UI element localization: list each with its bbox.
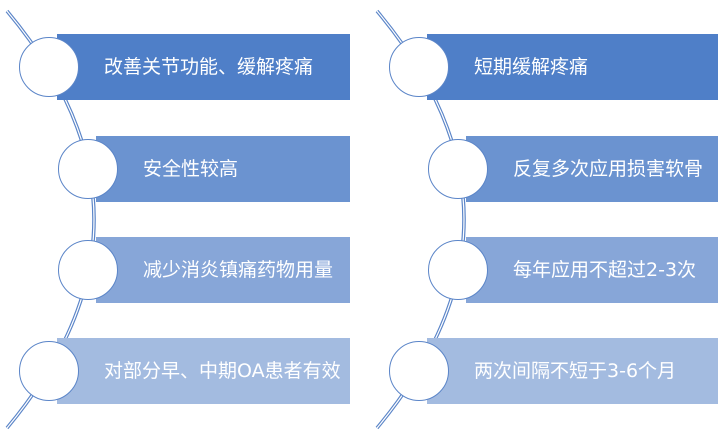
left-list-item: 安全性较高	[96, 136, 350, 202]
left-list-item: 对部分早、中期OA患者有效	[57, 338, 350, 404]
right-list-item: 短期缓解疼痛	[427, 34, 718, 100]
left-bullet-circle	[58, 139, 118, 199]
left-bullet-circle	[19, 341, 79, 401]
right-bullet-circle	[428, 139, 488, 199]
right-item-label: 两次间隔不短于3-6个月	[474, 359, 677, 382]
right-list-item: 两次间隔不短于3-6个月	[427, 338, 718, 404]
right-item-label: 短期缓解疼痛	[474, 55, 589, 78]
left-item-label: 对部分早、中期OA患者有效	[104, 359, 341, 382]
left-list-item: 减少消炎镇痛药物用量	[96, 237, 350, 303]
right-bullet-circle	[389, 341, 449, 401]
right-bullet-circle	[428, 240, 488, 300]
left-bullet-circle	[58, 240, 118, 300]
right-list-item: 每年应用不超过2-3次	[466, 237, 718, 303]
right-bullet-circle	[389, 37, 449, 97]
left-item-label: 改善关节功能、缓解疼痛	[104, 55, 314, 78]
right-item-label: 每年应用不超过2-3次	[513, 258, 697, 281]
left-item-label: 减少消炎镇痛药物用量	[143, 258, 334, 281]
left-bullet-circle	[19, 37, 79, 97]
left-list-item: 改善关节功能、缓解疼痛	[57, 34, 350, 100]
right-list-item: 反复多次应用损害软骨	[466, 136, 718, 202]
left-item-label: 安全性较高	[143, 157, 239, 180]
right-item-label: 反复多次应用损害软骨	[513, 157, 704, 180]
